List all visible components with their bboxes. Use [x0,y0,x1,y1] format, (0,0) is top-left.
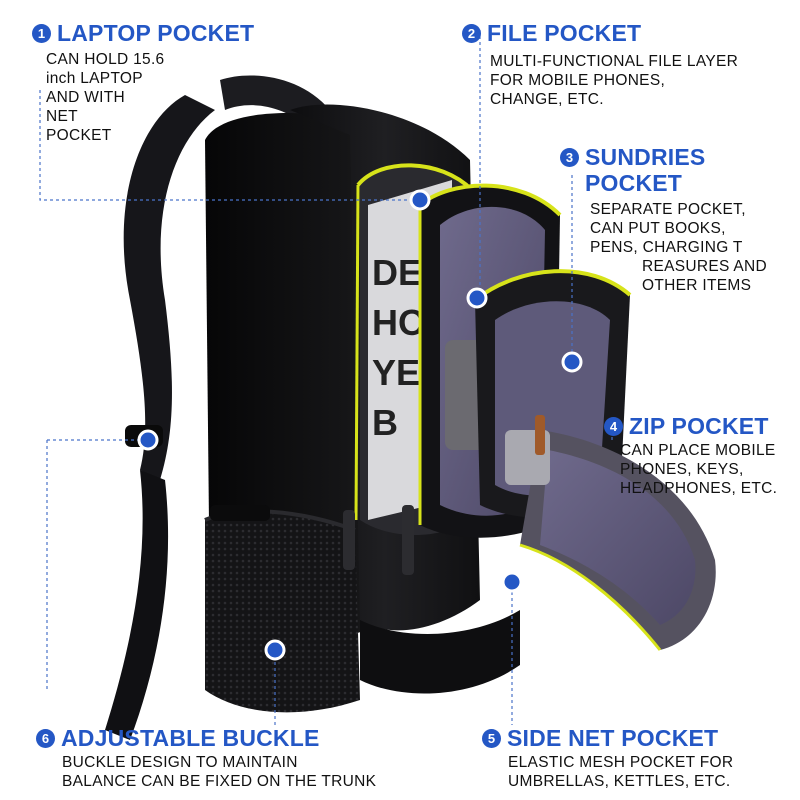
marker-zip-pocket [501,571,523,593]
zipper-pull [402,505,414,575]
number-badge: 5 [482,728,501,748]
laptop-screen-line: YE [372,352,420,393]
callout-description: ELASTIC MESH POCKET FOR UMBRELLAS, KETTL… [508,753,733,791]
number-badge: 4 [604,416,623,436]
callout-title-line: SUNDRIES [585,144,706,170]
description-line: PHONES, KEYS, [620,461,744,478]
marker-adjustable-buckle [137,429,159,451]
description-line: SEPARATE POCKET, [590,201,746,218]
marker-laptop-pocket [409,189,431,211]
callout-adjustable-buckle: 6 ADJUSTABLE BUCKLE BUCKLE DESIGN TO MAI… [36,725,376,791]
description-line: NET [46,108,78,125]
description-line: CAN HOLD 15.6 [46,51,165,68]
callout-description: MULTI-FUNCTIONAL FILE LAYER FOR MOBILE P… [490,52,738,109]
marker-file-pocket [466,287,488,309]
description-line: BUCKLE DESIGN TO MAINTAIN [62,754,298,771]
description-line: ELASTIC MESH POCKET FOR [508,754,734,771]
callout-title: ADJUSTABLE BUCKLE [61,725,320,751]
front-zip-flap [505,415,716,651]
callout-sundries-pocket: 3 SUNDRIES POCKET SEPARATE POCKET, CAN P… [560,144,767,295]
laptop-screen-line: B [372,402,398,443]
marker-side-net-pocket [264,639,286,661]
number-badge: 2 [462,23,481,43]
callout-side-net-pocket: 5 SIDE NET POCKET ELASTIC MESH POCKET FO… [482,725,733,791]
callout-description: CAN HOLD 15.6 inch LAPTOP AND WITH NET P… [46,50,254,145]
description-line: PENS, CHARGING T [590,239,743,256]
callout-leader-lines [39,30,613,725]
description-line: AND WITH [46,89,126,106]
marker-sundries-pocket [561,351,583,373]
description-line: inch LAPTOP [46,70,143,87]
side-buckle [210,505,270,521]
callout-description: BUCKLE DESIGN TO MAINTAIN BALANCE CAN BE… [62,753,376,791]
callout-file-pocket: 2 FILE POCKET MULTI-FUNCTIONAL FILE LAYE… [462,20,738,109]
side-mesh-pocket [205,511,360,713]
callout-laptop-pocket: 1 LAPTOP POCKET CAN HOLD 15.6 inch LAPTO… [32,20,254,145]
callout-zip-pocket: 4 ZIP POCKET CAN PLACE MOBILE PHONES, KE… [604,413,777,498]
callout-title: ZIP POCKET [629,413,769,439]
description-line: REASURES AND [642,258,768,275]
callout-description: CAN PLACE MOBILE PHONES, KEYS, HEADPHONE… [620,441,777,498]
number-badge: 3 [560,148,579,167]
description-line: HEADPHONES, ETC. [620,480,778,497]
description-line: CAN PUT BOOKS, [590,220,726,237]
description-line: MULTI-FUNCTIONAL FILE LAYER [490,53,739,70]
description-line: POCKET [46,127,112,144]
description-line: FOR MOBILE PHONES, [490,72,666,89]
callout-title: LAPTOP POCKET [57,20,255,46]
callout-title: SUNDRIES POCKET [585,144,705,196]
description-line: CAN PLACE MOBILE [620,442,776,459]
zipper-pull [343,510,355,570]
number-badge: 6 [36,728,55,748]
callout-title: SIDE NET POCKET [507,725,719,751]
callout-description: SEPARATE POCKET, CAN PUT BOOKS, PENS, CH… [590,200,767,295]
callout-title-line: POCKET [585,170,683,196]
number-badge: 1 [32,23,51,43]
callout-markers [137,189,583,661]
description-line: CHANGE, ETC. [490,91,604,108]
description-line: BALANCE CAN BE FIXED ON THE TRUNK [62,773,377,790]
callout-title: FILE POCKET [487,20,642,46]
description-line: UMBRELLAS, KETTLES, ETC. [508,773,731,790]
description-line: OTHER ITEMS [642,277,752,294]
